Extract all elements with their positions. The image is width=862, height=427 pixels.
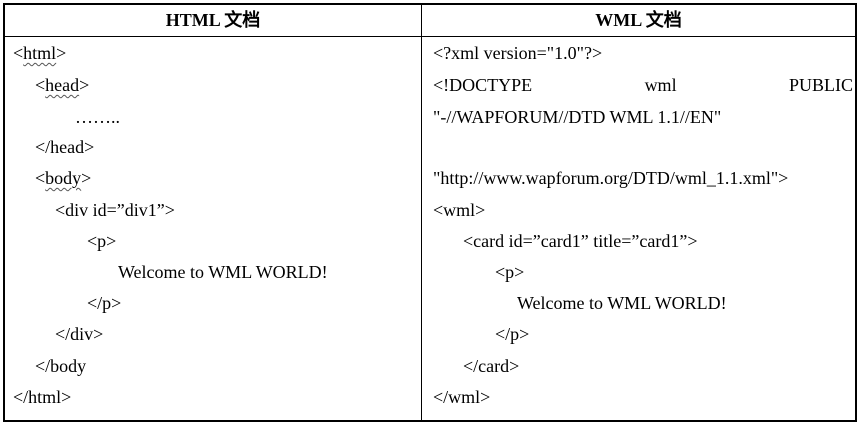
wml-close-tag: </wml> (433, 387, 491, 407)
doctype-root: wml (644, 75, 677, 95)
comparison-table: HTML 文档 WML 文档 <html> <head> …….. </head… (3, 3, 857, 422)
wml-xml-declaration: <?xml version="1.0"?> (433, 43, 603, 63)
html-line: </html> (13, 387, 72, 407)
html-line: <div id=”div1”> (55, 200, 175, 220)
html-column-header: HTML 文档 (165, 10, 261, 30)
wml-doctype-line: <!DOCTYPE wml PUBLIC (433, 74, 853, 96)
html-line: </head> (35, 137, 95, 157)
wml-card-open: <card id=”card1” title=”card1”> (463, 231, 698, 251)
html-line: <head> (35, 75, 90, 95)
wml-fpi-line: "-//WAPFORUM//DTD WML 1.1//EN" (433, 107, 722, 127)
doctype-keyword: <!DOCTYPE (433, 75, 533, 95)
wml-open-tag: <wml> (433, 200, 486, 220)
html-line: Welcome to WML WORLD! (118, 262, 328, 282)
column-divider (421, 5, 422, 420)
wml-p-open: <p> (495, 262, 525, 282)
wml-column-header: WML 文档 (595, 10, 682, 30)
html-line: </p> (87, 293, 122, 313)
wml-card-close: </card> (463, 356, 520, 376)
doctype-public: PUBLIC (788, 75, 853, 95)
header-divider (5, 36, 855, 37)
html-line: <p> (87, 231, 117, 251)
html-line: <body> (35, 168, 92, 188)
html-line: <html> (13, 43, 67, 63)
html-line: </div> (55, 324, 104, 344)
wml-dtd-url-line: "http://www.wapforum.org/DTD/wml_1.1.xml… (433, 168, 789, 188)
html-line: …….. (75, 107, 120, 127)
wml-p-close: </p> (495, 324, 530, 344)
html-line: </body (35, 356, 87, 376)
wml-text: Welcome to WML WORLD! (517, 293, 727, 313)
